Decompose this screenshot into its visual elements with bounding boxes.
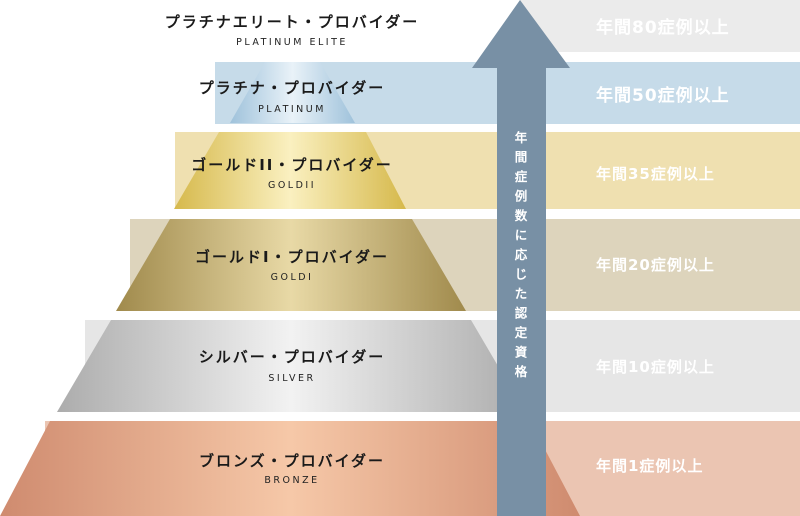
arrow-label-char: 資 — [515, 345, 528, 360]
pyramid-layer-bronze — [0, 421, 580, 516]
req-platinum: 年間50症例以上 — [596, 85, 730, 106]
arrow-label-char: じ — [515, 267, 528, 282]
pyramid-layer-gold2 — [174, 132, 406, 209]
arrow-label-char: 症 — [515, 169, 528, 184]
tier-sub-gold1: GOLDI — [271, 272, 314, 283]
tier-name-bronze: ブロンズ・プロバイダー — [199, 452, 385, 470]
tier-sub-platinum: PLATINUM — [258, 104, 326, 115]
tier-name-gold2: ゴールドII・プロバイダー — [191, 156, 393, 174]
arrow-label-char: た — [515, 286, 528, 301]
tier-sub-platinum-elite: PLATINUM ELITE — [236, 37, 348, 48]
tier-name-silver: シルバー・プロバイダー — [199, 348, 385, 366]
arrow-label-char: 年 — [515, 130, 528, 145]
arrow-label-char: 認 — [515, 306, 528, 321]
req-bronze: 年間1症例以上 — [596, 457, 703, 475]
arrow-label-char: 定 — [514, 325, 528, 340]
req-silver: 年間10症例以上 — [596, 358, 715, 376]
tier-name-platinum-elite: プラチナエリート・プロバイダー — [165, 13, 419, 31]
upward-arrow — [472, 0, 570, 516]
arrow-label-char: 例 — [515, 189, 528, 204]
arrow-label-char: 応 — [515, 247, 528, 262]
tier-name-gold1: ゴールドI・プロバイダー — [195, 248, 389, 266]
arrow-label-char: 数 — [514, 208, 528, 223]
pyramid-layer-platinum — [230, 62, 355, 123]
req-gold2: 年間35症例以上 — [596, 165, 715, 183]
tier-sub-bronze: BRONZE — [264, 475, 319, 486]
arrow-label-char: 格 — [515, 364, 528, 379]
pyramid-layer-gold1 — [116, 219, 466, 311]
arrow-label-char: 間 — [515, 150, 528, 165]
pyramid-layer-silver — [57, 320, 525, 412]
req-gold1: 年間20症例以上 — [596, 256, 715, 274]
tier-name-platinum: プラチナ・プロバイダー — [199, 79, 385, 97]
req-platinum-elite: 年間80症例以上 — [596, 17, 730, 38]
tier-sub-gold2: GOLDII — [268, 180, 316, 191]
arrow-label-char: に — [515, 228, 528, 243]
tier-sub-silver: SILVER — [268, 373, 315, 384]
